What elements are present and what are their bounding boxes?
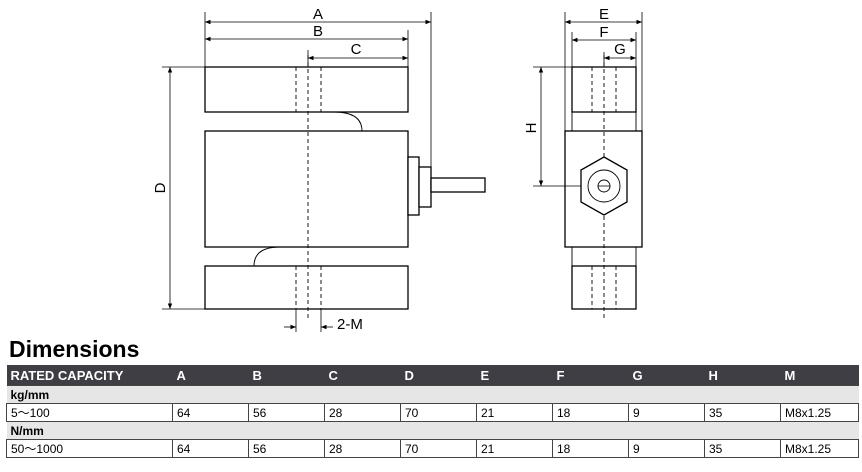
table-cell: 64: [172, 439, 249, 458]
header-h: H: [704, 365, 781, 386]
dim-label-g: G: [614, 41, 626, 58]
dimensions-table: RATED CAPACITY A B C D E F G H M kg/mm 5…: [6, 365, 859, 458]
dim-label-f: F: [599, 24, 608, 41]
dim-label-e: E: [599, 6, 609, 23]
dim-label-b: B: [313, 23, 323, 40]
unit-label: N/mm: [6, 421, 859, 440]
table-cell: 18: [552, 439, 629, 458]
table-header-row: RATED CAPACITY A B C D E F G H M: [6, 365, 859, 386]
header-f: F: [552, 365, 629, 386]
dim-label-d: D: [152, 182, 169, 193]
table-cell: 9: [628, 439, 705, 458]
table-cell: 64: [172, 403, 249, 422]
technical-drawing: A B C D 2-M: [152, 6, 643, 333]
table-cell: 21: [476, 403, 553, 422]
table-cell: 28: [324, 439, 401, 458]
unit-row: N/mm: [6, 421, 859, 440]
table-cell: 56: [248, 403, 325, 422]
dim-label-c: C: [351, 41, 362, 58]
header-c: C: [324, 365, 401, 386]
table-cell: M8x1.25: [780, 439, 859, 458]
table-cell: 21: [476, 439, 553, 458]
table-cell: 56: [248, 439, 325, 458]
front-view: A B C D 2-M: [152, 6, 486, 333]
header-m: M: [780, 365, 859, 386]
unit-label: kg/mm: [6, 385, 859, 404]
table-row: 50～1000 64 56 28 70 21 18 9 35 M8x1.25: [6, 439, 859, 458]
table-cell: 70: [400, 439, 477, 458]
table-cell: 50～1000: [6, 439, 173, 458]
table-cell: 35: [704, 403, 781, 422]
dim-label-h: H: [523, 123, 540, 134]
unit-row: kg/mm: [6, 385, 859, 404]
table-cell: 18: [552, 403, 629, 422]
dim-label-a: A: [313, 6, 323, 23]
header-a: A: [172, 365, 249, 386]
table-cell: 5～100: [6, 403, 173, 422]
table-cell: M8x1.25: [780, 403, 859, 422]
section-title: Dimensions: [9, 336, 140, 362]
table-cell: 70: [400, 403, 477, 422]
side-view: E F G H: [523, 6, 643, 320]
header-d: D: [400, 365, 477, 386]
table-cell: 35: [704, 439, 781, 458]
table-cell: 28: [324, 403, 401, 422]
header-g: G: [628, 365, 705, 386]
table-row: 5～100 64 56 28 70 21 18 9 35 M8x1.25: [6, 403, 859, 422]
header-rated-capacity: RATED CAPACITY: [6, 365, 173, 386]
dim-label-m: 2-M: [337, 316, 363, 333]
header-e: E: [476, 365, 553, 386]
table-cell: 9: [628, 403, 705, 422]
header-b: B: [248, 365, 325, 386]
